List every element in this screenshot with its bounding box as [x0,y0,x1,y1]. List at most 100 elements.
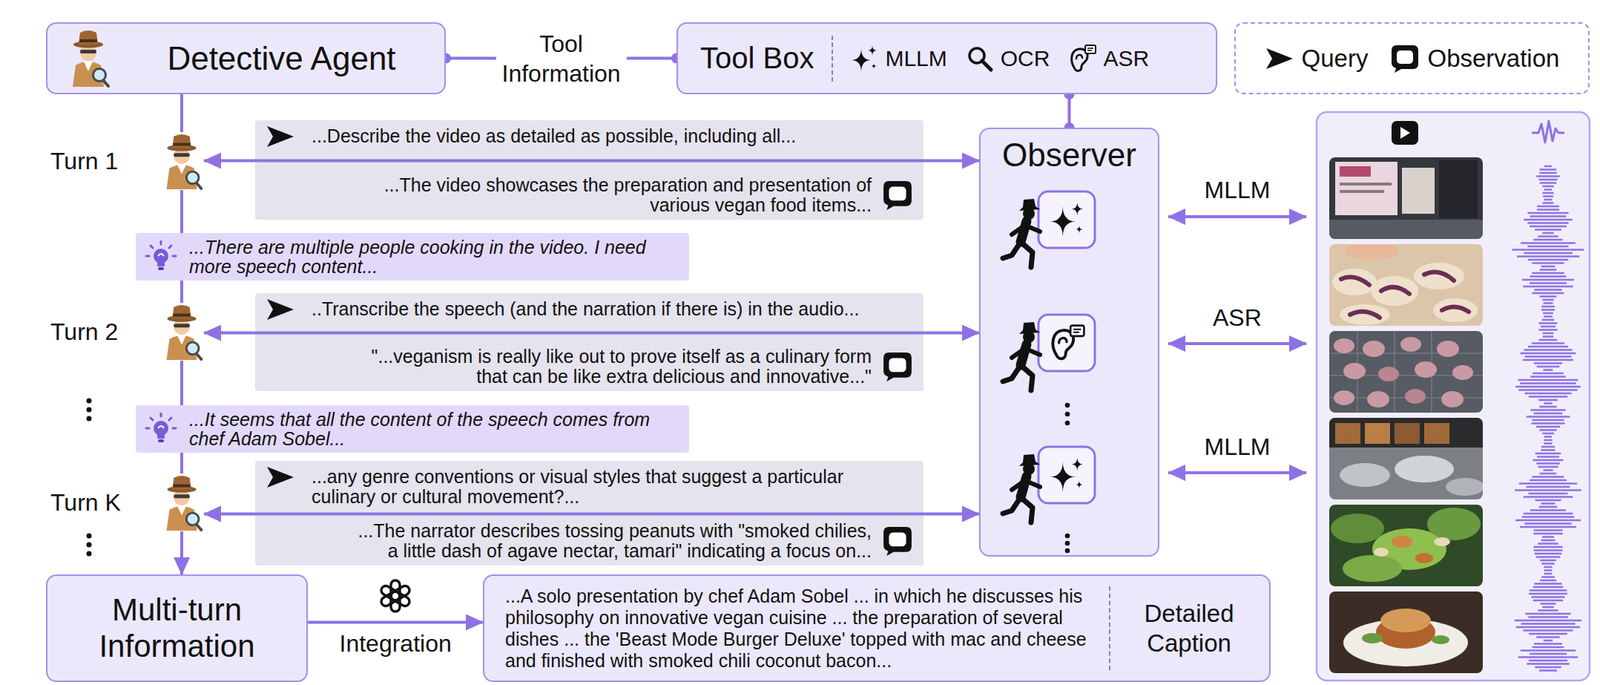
observer-agents-part-part-part [1025,348,1040,355]
detective-icon-part [172,313,190,317]
observer-agents-part [1002,314,1095,391]
video-frame [1329,330,1483,413]
dashed-separator [1108,585,1111,670]
observer-agents-part-part [1052,325,1084,360]
detective-icon-part [172,134,191,149]
process-box: Multi-turn Information [45,574,308,682]
video-frame-part [1401,167,1435,214]
tool-icon [849,43,879,74]
legend-symbol-part [1266,48,1293,69]
video-frame-part [1400,336,1422,352]
observer-agents-part-part [1065,548,1071,554]
query-box-fill [255,292,924,391]
observer-agents-part-part-part [1011,348,1025,358]
thought-icon-part-part [169,245,172,248]
media-panel [1316,112,1590,681]
observer-agents-part-part-part [1071,457,1084,472]
detective-icon-part [186,171,199,184]
observation-text: ...The narrator describes tossing peanut… [350,520,872,561]
detective-icon-part [177,335,187,345]
turn-marker: Turn 2 [45,302,204,361]
detective-icon-part [80,49,97,54]
connector [203,331,980,335]
modality-arrow-part [1168,471,1307,474]
detective-icon-part [83,61,93,72]
observer-box: Observer [979,127,1160,557]
modality-label: ASR [1212,304,1262,332]
video-frame-part [1445,477,1483,496]
video-frame-part [1367,390,1390,408]
video-frame-part [1370,275,1419,306]
video-frame-part [1362,340,1385,357]
thought-icon-part-part [172,427,176,430]
modality-label: MLLM [1204,176,1271,204]
tool-icon-part [850,48,872,72]
ellipsis-dots-part [86,398,92,404]
observer-agents [980,129,1158,555]
openai-logo [379,580,411,612]
thought-icon-part [153,420,169,436]
detective-icon-part [93,68,107,82]
detective-icon-part [196,353,202,360]
thought-icon-part [157,439,164,443]
observer-agents-part-part [1019,453,1040,466]
observer-agents-part-part-part [1071,202,1084,216]
observer-agents-part-part-part [1025,480,1040,487]
observer-agents-part-part-part [1002,241,1021,259]
detective-icon [159,302,204,361]
tool-icon-part [1085,45,1096,54]
video-frame-part [1339,462,1391,487]
caption-title: Detailed Caption [1120,598,1258,658]
video-frame-part [1329,157,1483,239]
thought-icon [144,412,178,446]
video-frame-part [1439,160,1478,219]
observation-row: ...The narrator describes tossing peanut… [311,520,914,561]
video-frame-part [1342,554,1402,582]
legend-text: Query [1301,44,1369,73]
video-frame-part [1339,189,1385,193]
observation-icon [881,525,914,557]
thought-icon-part [157,433,165,439]
video-frame-part [1333,390,1355,406]
thought-icon [144,240,178,273]
video-frame-part [1394,422,1420,444]
observer-agents-part-part-part [1049,206,1077,238]
observer-agents-part-part-part [1002,364,1021,382]
observer-agents-part-part-part [1049,461,1077,493]
video-frame-part [1373,547,1389,557]
tool-name: OCR [1000,45,1051,72]
audio-waveform [1511,166,1584,671]
node-title: Detective Agent [166,40,396,78]
detective-icon-part [196,523,202,530]
video-frame-part [1339,182,1392,186]
video-frame-part [1391,535,1413,548]
video-frame [1329,417,1483,500]
thought-icon-part-part [160,413,163,417]
observer-agents-part-part-part [1075,225,1083,233]
observer-agents-part-part-part [1070,325,1084,337]
observation-icon [881,350,914,383]
thought-icon-part-part [169,417,172,420]
node-title: Tool Box [700,41,814,75]
thought-text: ...It seems that all the content of the … [189,409,664,449]
observer-agents-part-part [1065,411,1071,417]
video-frame-part [1380,608,1431,632]
observation-row: "...veganism is really like out to prove… [311,346,914,387]
query-observation-box: ...any genre conventions or visual style… [255,460,924,566]
video-frame [1329,591,1483,673]
video-frame-part [1427,507,1481,541]
query-icon-part [267,126,294,147]
tool-name: MLLM [884,45,947,72]
modality-arrow [1168,216,1307,473]
thought-icon-part [157,425,164,429]
video-frame-part [1343,362,1366,380]
query-text: ...any genre conventions or visual style… [311,466,891,507]
detective-icon-part [177,164,187,175]
observation-icon-part [888,186,906,201]
thought-icon-part-part [146,255,150,258]
connector [203,159,980,163]
ellipsis-dots [86,398,92,557]
legend-symbol [1390,43,1420,74]
toolbox-box: Tool BoxMLLMOCRASR [676,22,1218,95]
tool-icon-part [870,63,877,69]
